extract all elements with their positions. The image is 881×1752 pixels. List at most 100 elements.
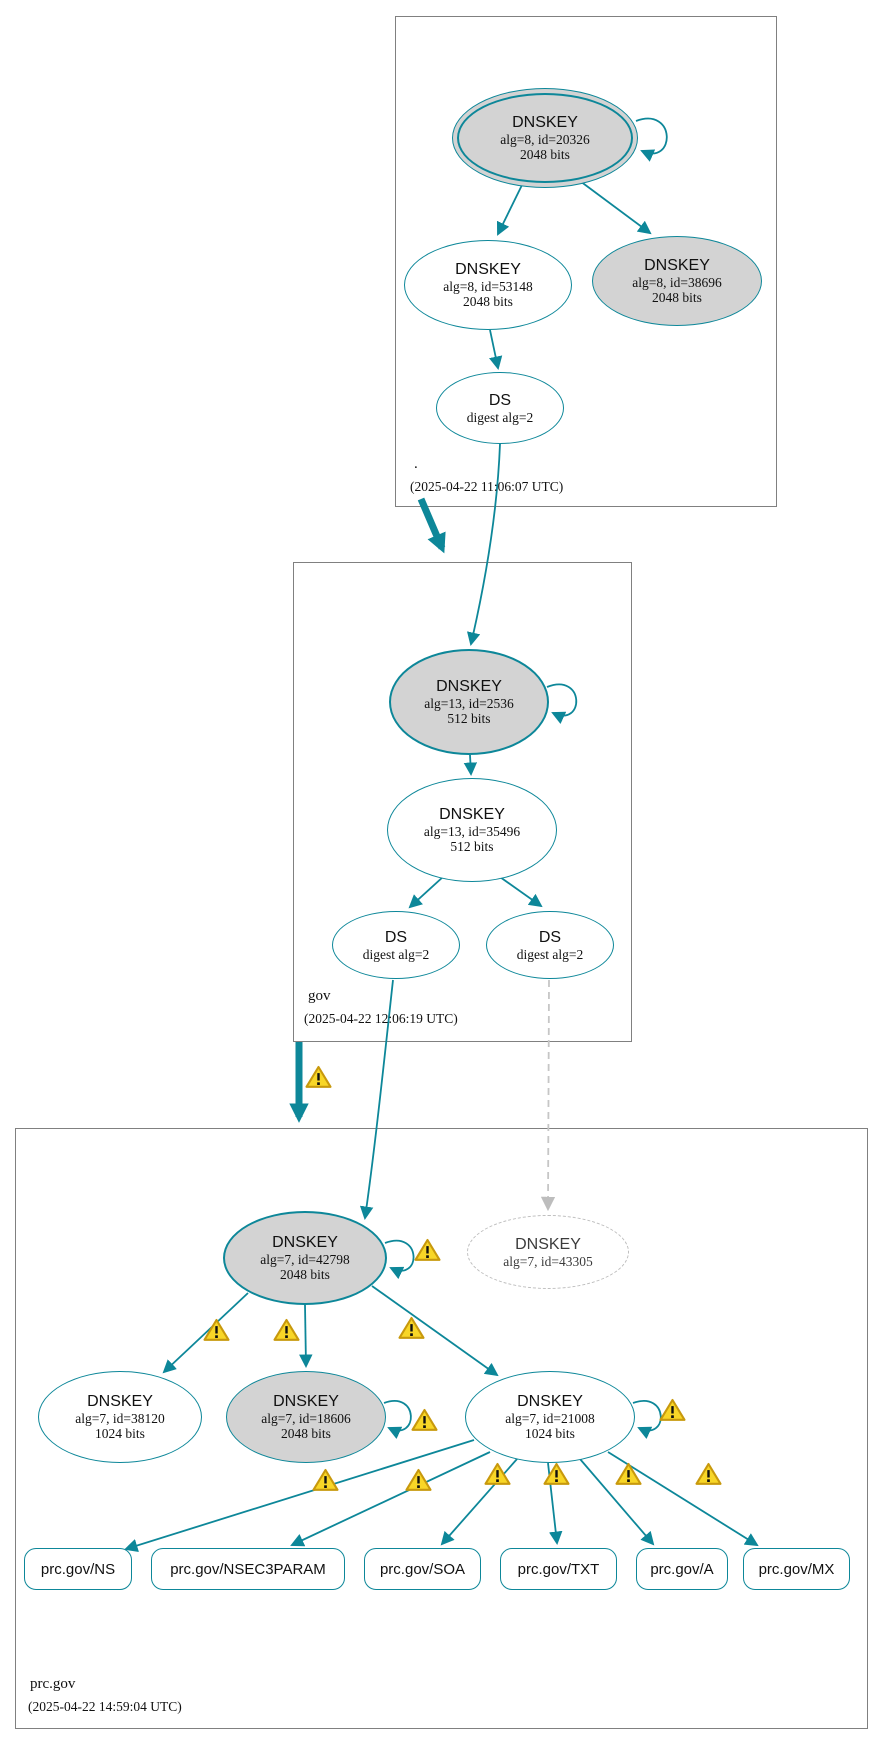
node-title: DNSKEY [515,1235,581,1253]
node-detail: digest alg=2 [362,946,430,962]
zone-box-root [395,16,777,507]
node-detail: alg=7, id=21008 [505,1411,595,1426]
node-title: DNSKEY [436,678,502,695]
warning-icon[interactable] [397,1316,425,1340]
node-detail: alg=7, id=38120 [75,1411,165,1426]
node-detail: 2048 bits [463,294,513,309]
dnskey-node-prc-key2[interactable]: DNSKEY alg=7, id=18606 2048 bits [226,1371,386,1463]
warning-icon[interactable] [483,1462,511,1486]
edge-gov-zsk-to-ds2 [499,876,543,908]
warning-icon[interactable] [311,1468,339,1492]
node-detail: alg=8, id=20326 [500,132,590,147]
node-detail: 512 bits [447,711,491,726]
node-title: DS [488,391,512,409]
self-loop-prc-key3 [632,1400,662,1439]
node-title: DNSKEY [439,806,505,823]
dnskey-node-prc-ksk[interactable]: DNSKEY alg=7, id=42798 2048 bits [223,1211,387,1305]
node-title: DNSKEY [455,261,521,278]
zone-label-gov: gov [308,988,331,1004]
edge-key3-to-nsec3param [290,1451,491,1547]
edge-gov-zsk-to-ds1 [408,875,445,909]
delegation-arrow-root-to-gov [417,497,446,554]
rrset-node-prc-gov-mx[interactable]: prc.gov/MX [743,1548,850,1590]
warning-icon[interactable] [542,1462,570,1486]
node-title: DNSKEY [273,1393,339,1410]
node-detail: 2048 bits [280,1267,330,1282]
edge-gov-ksk-to-zsk [463,754,478,777]
node-detail: alg=13, id=2536 [424,696,514,711]
zone-label-root: . [414,456,418,472]
edge-root-ksk-to-key2 [579,180,652,235]
edge-prc-ksk-to-key3 [371,1285,499,1377]
node-detail: alg=8, id=38696 [632,275,722,290]
node-detail: 1024 bits [95,1426,145,1441]
dnskey-node-root-key2[interactable]: DNSKEY alg=8, id=38696 2048 bits [592,236,762,326]
dnskey-node-prc-key1[interactable]: DNSKEY alg=7, id=38120 1024 bits [38,1371,202,1463]
edge-key3-to-soa [440,1458,518,1546]
zone-timestamp-gov: (2025-04-22 12:06:19 UTC) [304,1011,458,1026]
warning-icon[interactable] [658,1398,686,1422]
warning-icon[interactable] [304,1065,332,1089]
zone-label-prc-gov: prc.gov [30,1676,76,1692]
edge-key3-to-mx [607,1451,759,1547]
node-title: DS [538,928,562,946]
warning-icon[interactable] [694,1462,722,1486]
edge-gov-ds2-to-missing-dnskey [540,979,556,1212]
node-detail: 512 bits [450,839,494,854]
dnskey-node-gov-ksk[interactable]: DNSKEY alg=13, id=2536 512 bits [389,649,549,755]
edge-root-ksk-to-zsk [496,184,523,236]
rrset-node-prc-gov-soa[interactable]: prc.gov/SOA [364,1548,481,1590]
node-title: DS [384,928,408,946]
zone-timestamp-prc-gov: (2025-04-22 14:59:04 UTC) [28,1699,182,1714]
edge-prc-ksk-to-key2 [299,1304,313,1369]
self-loop-gov-ksk [546,683,578,724]
self-loop-prc-ksk [384,1239,415,1280]
node-title: DNSKEY [87,1393,153,1410]
warning-icon[interactable] [202,1318,230,1342]
node-title: DNSKEY [272,1234,338,1251]
edge-key3-to-ns [124,1439,475,1553]
self-loop-root-ksk [635,117,668,162]
edge-root-ds-to-gov-ksk [467,443,501,646]
node-title: DNSKEY [517,1393,583,1410]
node-title: DNSKEY [644,257,710,274]
dnskey-node-root-zsk[interactable]: DNSKEY alg=8, id=53148 2048 bits [404,240,572,330]
ds-node-root[interactable]: DS digest alg=2 [436,372,564,444]
rrset-node-prc-gov-txt[interactable]: prc.gov/TXT [500,1548,617,1590]
ds-node-gov-2[interactable]: DS digest alg=2 [486,911,614,979]
rrset-node-prc-gov-a[interactable]: prc.gov/A [636,1548,728,1590]
edge-key3-to-a [579,1458,655,1546]
node-detail: alg=7, id=43305 [503,1253,593,1269]
warning-icon[interactable] [404,1468,432,1492]
edge-gov-ds1-to-prc-ksk [359,979,394,1221]
zone-box-prc-gov [15,1128,868,1729]
dnskey-node-prc-key3[interactable]: DNSKEY alg=7, id=21008 1024 bits [465,1371,635,1463]
node-detail: 2048 bits [520,147,570,162]
warning-icon[interactable] [272,1318,300,1342]
zone-box-gov [293,562,632,1042]
rrset-node-prc-gov-nsec3param[interactable]: prc.gov/NSEC3PARAM [151,1548,345,1590]
ds-node-gov-1[interactable]: DS digest alg=2 [332,911,460,979]
node-detail: digest alg=2 [516,946,584,962]
node-detail: 2048 bits [652,290,702,305]
node-detail: alg=8, id=53148 [443,279,533,294]
node-detail: digest alg=2 [466,409,534,425]
node-title: DNSKEY [512,114,578,131]
rrset-node-prc-gov-ns[interactable]: prc.gov/NS [24,1548,132,1590]
zone-timestamp-root: (2025-04-22 11:06:07 UTC) [410,479,564,494]
edge-prc-ksk-to-key1 [162,1292,249,1374]
warning-icon[interactable] [410,1408,438,1432]
node-detail: alg=7, id=18606 [261,1411,351,1426]
node-detail: 2048 bits [281,1426,331,1441]
node-detail: 1024 bits [525,1426,575,1441]
dnskey-node-prc-missing[interactable]: DNSKEY alg=7, id=43305 [467,1215,629,1289]
node-detail: alg=7, id=42798 [260,1252,350,1267]
warning-icon[interactable] [413,1238,441,1262]
edge-root-zsk-to-ds [489,329,503,370]
self-loop-prc-key2 [383,1400,412,1439]
dnskey-node-root-ksk[interactable]: DNSKEY alg=8, id=20326 2048 bits [452,88,638,188]
warning-icon[interactable] [614,1462,642,1486]
dnskey-node-gov-zsk[interactable]: DNSKEY alg=13, id=35496 512 bits [387,778,557,882]
